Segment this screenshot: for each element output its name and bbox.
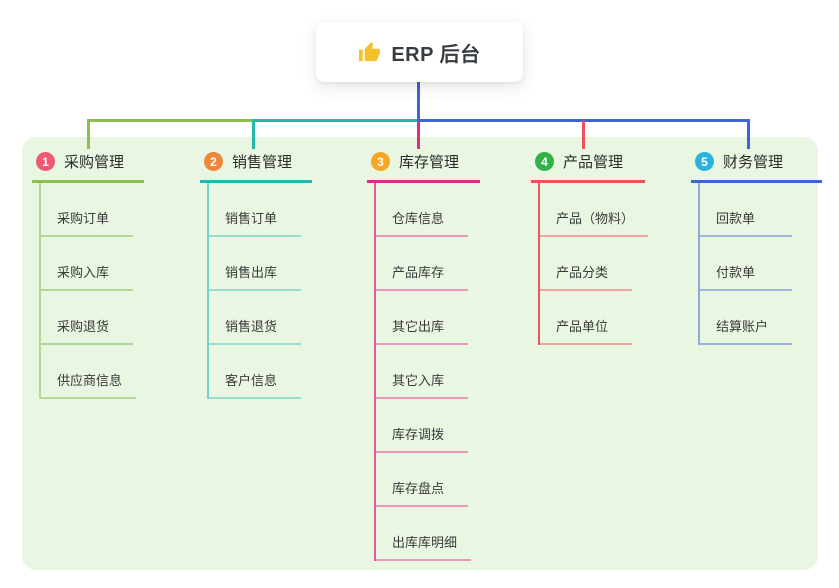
branch-number-badge: 4 xyxy=(535,152,554,171)
connector-drop-branch4 xyxy=(582,121,585,149)
child-node[interactable]: 产品库存 xyxy=(376,237,468,291)
child-node-label: 产品单位 xyxy=(556,319,609,334)
child-node[interactable]: 采购订单 xyxy=(41,183,133,237)
child-node[interactable]: 产品（物料） xyxy=(540,183,649,237)
branch-node-1[interactable]: 1 采购管理 xyxy=(32,148,144,183)
child-node-label: 客户信息 xyxy=(225,373,278,388)
child-node[interactable]: 销售退货 xyxy=(209,291,301,345)
child-node-label: 库存调拨 xyxy=(392,427,445,442)
child-node[interactable]: 产品分类 xyxy=(540,237,632,291)
branch-label: 产品管理 xyxy=(563,154,624,171)
child-node-label: 供应商信息 xyxy=(57,373,123,388)
branch-label: 采购管理 xyxy=(64,154,125,171)
child-node-label: 付款单 xyxy=(716,265,756,280)
child-node[interactable]: 其它出库 xyxy=(376,291,468,345)
child-node-label: 库存盘点 xyxy=(392,481,445,496)
child-node-label: 仓库信息 xyxy=(392,211,445,226)
branch-children: 回款单付款单结算账户 xyxy=(698,183,792,345)
root-node-label: ERP 后台 xyxy=(391,43,481,66)
child-node-label: 产品（物料） xyxy=(556,211,635,226)
branch-1: 1 采购管理 采购订单采购入库采购退货供应商信息 xyxy=(32,148,144,399)
connector-root-stem xyxy=(417,81,420,120)
branch-node-3[interactable]: 3 库存管理 xyxy=(367,148,480,183)
child-node[interactable]: 库存盘点 xyxy=(376,453,468,507)
connector-h-branch1 xyxy=(87,119,257,122)
branch-number-badge: 1 xyxy=(36,152,55,171)
child-node-label: 采购订单 xyxy=(57,211,110,226)
child-node[interactable]: 库存调拨 xyxy=(376,399,468,453)
child-node-label: 销售出库 xyxy=(225,265,278,280)
branch-label: 销售管理 xyxy=(232,154,293,171)
branch-number-badge: 3 xyxy=(371,152,390,171)
child-node[interactable]: 采购入库 xyxy=(41,237,133,291)
connector-drop-branch3 xyxy=(417,121,420,149)
branch-5: 5 财务管理 回款单付款单结算账户 xyxy=(691,148,822,345)
child-node-label: 采购退货 xyxy=(57,319,110,334)
branch-children: 产品（物料） 产品分类产品单位 xyxy=(538,183,649,345)
mindmap-panel: 1 采购管理 采购订单采购入库采购退货供应商信息 2 销售管理 销售订单销售出库… xyxy=(22,137,822,570)
branch-number-badge: 2 xyxy=(204,152,223,171)
branch-children: 仓库信息产品库存其它出库其它入库库存调拨库存盘点出库库明细 xyxy=(374,183,472,561)
child-node[interactable]: 其它入库 xyxy=(376,345,468,399)
connector-drop-branch2 xyxy=(252,119,255,149)
child-node-label: 产品库存 xyxy=(392,265,445,280)
branch-node-2[interactable]: 2 销售管理 xyxy=(200,148,312,183)
child-node-label: 产品分类 xyxy=(556,265,609,280)
branch-node-4[interactable]: 4 产品管理 xyxy=(531,148,645,183)
root-node[interactable]: ERP 后台 xyxy=(316,22,523,82)
child-node[interactable]: 结算账户 xyxy=(700,291,792,345)
connector-drop-branch1 xyxy=(87,119,90,149)
branch-node-5[interactable]: 5 财务管理 xyxy=(691,148,822,183)
branch-label: 库存管理 xyxy=(399,154,460,171)
child-node-label: 销售退货 xyxy=(225,319,278,334)
child-node[interactable]: 回款单 xyxy=(700,183,792,237)
connector-drop-branch5 xyxy=(747,119,750,149)
child-node-label: 其它入库 xyxy=(392,373,445,388)
branch-4: 4 产品管理 产品（物料） 产品分类产品单位 xyxy=(531,148,649,345)
connector-h-branch5 xyxy=(417,119,750,122)
child-node[interactable]: 采购退货 xyxy=(41,291,133,345)
child-node[interactable]: 仓库信息 xyxy=(376,183,468,237)
connector-h-branch2 xyxy=(255,119,419,122)
child-node[interactable]: 客户信息 xyxy=(209,345,301,399)
child-node[interactable]: 出库库明细 xyxy=(376,507,472,561)
thumbs-up-icon xyxy=(358,41,381,64)
branch-children: 销售订单销售出库销售退货客户信息 xyxy=(207,183,301,399)
child-node[interactable]: 付款单 xyxy=(700,237,792,291)
branch-2: 2 销售管理 销售订单销售出库销售退货客户信息 xyxy=(200,148,312,399)
child-node[interactable]: 供应商信息 xyxy=(41,345,137,399)
child-node-label: 回款单 xyxy=(716,211,756,226)
child-node-label: 结算账户 xyxy=(716,319,769,334)
child-node[interactable]: 销售出库 xyxy=(209,237,301,291)
branch-number-badge: 5 xyxy=(695,152,714,171)
child-node-label: 采购入库 xyxy=(57,265,110,280)
child-node[interactable]: 产品单位 xyxy=(540,291,632,345)
branch-label: 财务管理 xyxy=(723,154,784,171)
branch-children: 采购订单采购入库采购退货供应商信息 xyxy=(39,183,137,399)
child-node-label: 其它出库 xyxy=(392,319,445,334)
child-node[interactable]: 销售订单 xyxy=(209,183,301,237)
branch-3: 3 库存管理 仓库信息产品库存其它出库其它入库库存调拨库存盘点出库库明细 xyxy=(367,148,480,561)
child-node-label: 出库库明细 xyxy=(392,535,458,550)
child-node-label: 销售订单 xyxy=(225,211,278,226)
